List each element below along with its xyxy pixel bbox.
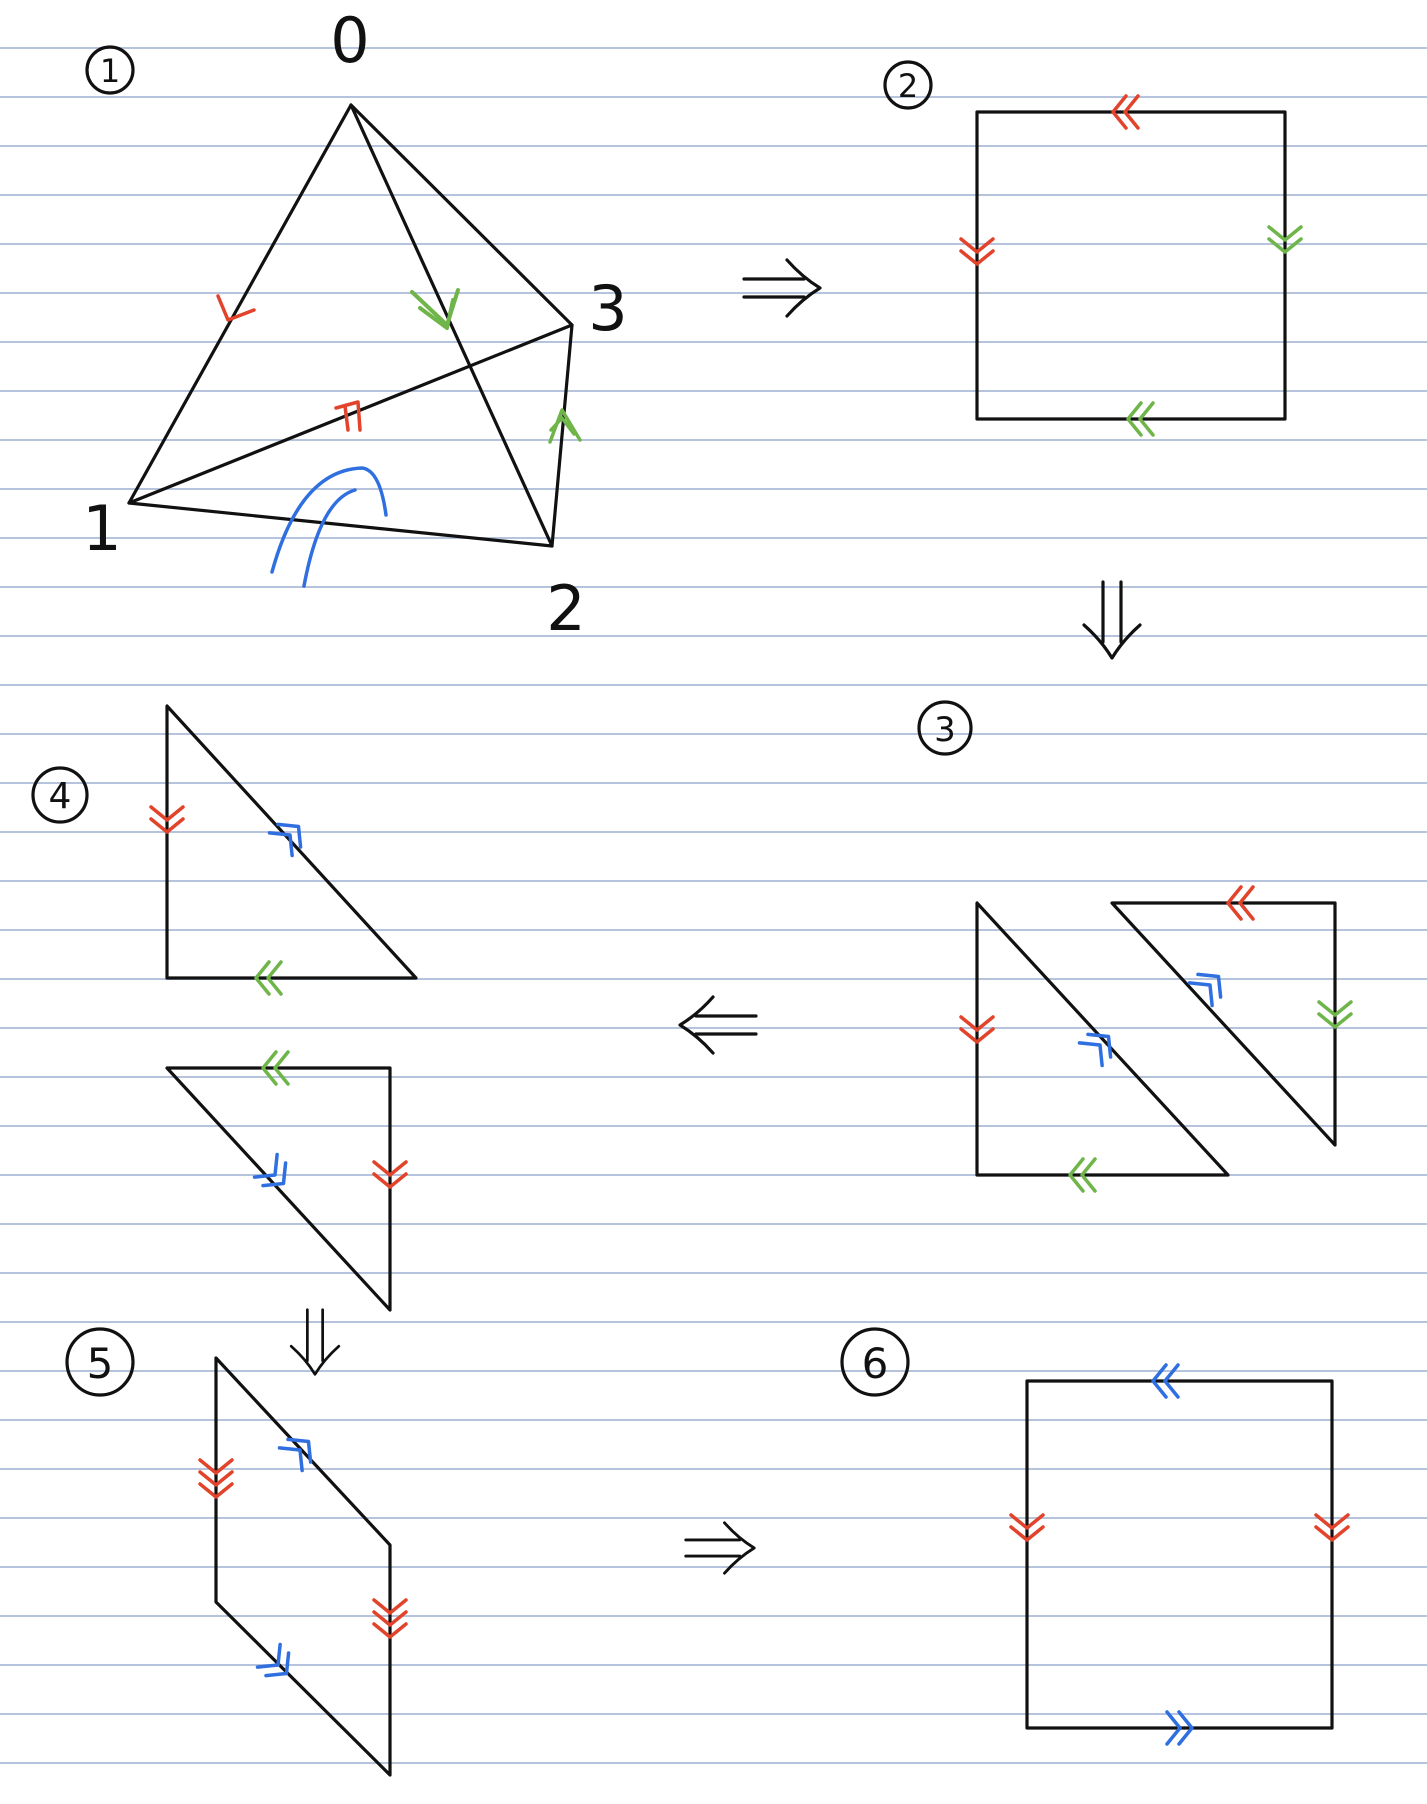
- vertex-label-1: 1: [82, 492, 121, 565]
- flow-arrow-2-to-3: [1082, 580, 1142, 660]
- square-6: [1025, 1379, 1334, 1730]
- triangle-4-lower: [165, 1066, 392, 1312]
- step-number-3: 3: [934, 710, 956, 750]
- step-number-2: 2: [898, 67, 918, 105]
- parallelogram-5: [214, 1356, 392, 1777]
- vertex-label-0: 0: [330, 4, 369, 77]
- flow-arrow-5-to-6: [684, 1521, 756, 1575]
- edge-mark-green-2-3: [548, 408, 582, 444]
- step-number-4: 4: [49, 776, 72, 817]
- flow-arrow-4-to-5: [289, 1308, 341, 1376]
- flow-arrow-3-to-4: [678, 995, 758, 1055]
- step-5: 5: [65, 1327, 408, 1777]
- vertex-label-2: 2: [546, 572, 585, 645]
- triangle-3-left: [975, 901, 1230, 1177]
- step-number-6-circle: 6: [840, 1327, 910, 1397]
- flow-arrow-1-to-2: [742, 258, 822, 318]
- edge-mark-red-0-1: [216, 294, 256, 322]
- step-number-3-circle: 3: [917, 700, 973, 756]
- tetrahedron: [127, 103, 574, 548]
- edge-mark-blue-1-2: [270, 466, 388, 588]
- square-2: [975, 110, 1287, 421]
- step-4: 4: [31, 704, 418, 1312]
- edge-mark-blue-lower-hypotenuse: [252, 1152, 297, 1197]
- step-number-5-circle: 5: [65, 1327, 135, 1397]
- edge-mark-blue-hypotenuse-right: [1187, 963, 1232, 1008]
- step-6: 6: [840, 1327, 1350, 1746]
- edge-mark-green-0-2: [410, 288, 460, 330]
- step-number-1-circle: 1: [85, 45, 135, 95]
- step-2: 2: [883, 60, 1303, 437]
- vertex-label-3: 3: [588, 272, 627, 345]
- step-3: 3: [917, 700, 1353, 1193]
- step-number-4-circle: 4: [31, 766, 89, 824]
- edge-mark-blue-upper-hypotenuse: [267, 813, 312, 858]
- step-number-5: 5: [87, 1339, 114, 1388]
- step-number-1: 1: [100, 52, 120, 90]
- step-number-6: 6: [862, 1339, 889, 1388]
- edge-mark-blue-hypotenuse-left: [1077, 1023, 1122, 1068]
- step-1: 1 0 1 2 3: [82, 4, 627, 645]
- step-number-2-circle: 2: [883, 60, 933, 110]
- edge-mark-red-1-3: [334, 400, 362, 432]
- triangle-3-right: [1110, 901, 1337, 1147]
